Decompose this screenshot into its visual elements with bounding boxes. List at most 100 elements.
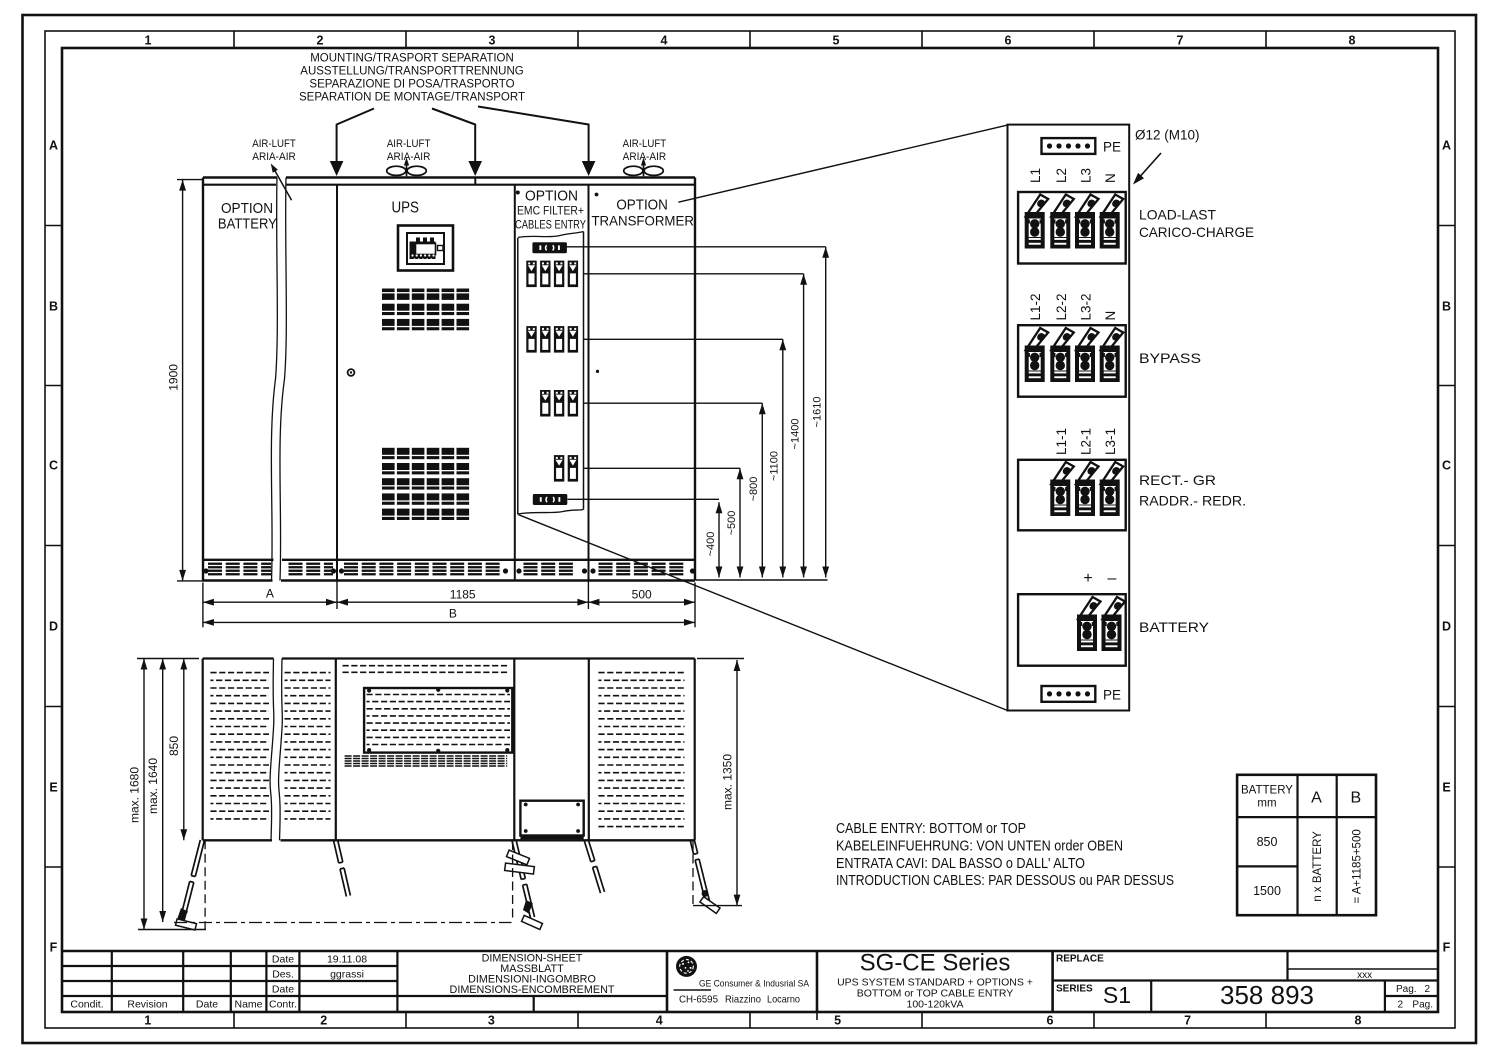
- svg-text:6: 6: [1047, 1014, 1054, 1028]
- svg-text:850: 850: [1257, 835, 1278, 849]
- svg-text:PE: PE: [1103, 688, 1121, 703]
- svg-text:500: 500: [632, 588, 652, 602]
- svg-text:1: 1: [145, 34, 152, 48]
- svg-text:= A+1185+500: = A+1185+500: [1352, 829, 1364, 903]
- svg-text:L3: L3: [1079, 168, 1094, 183]
- svg-text:BATTERY: BATTERY: [218, 216, 277, 233]
- svg-text:3: 3: [488, 1014, 495, 1028]
- svg-text:L1-2: L1-2: [1028, 293, 1043, 320]
- svg-text:6: 6: [1005, 34, 1012, 48]
- svg-text:CH-6595: CH-6595: [679, 994, 718, 1006]
- svg-text:N: N: [1103, 311, 1118, 321]
- svg-text:5: 5: [834, 1014, 841, 1028]
- svg-text:N: N: [1103, 173, 1118, 183]
- svg-text:S1: S1: [1103, 982, 1131, 1008]
- svg-text:SERIES: SERIES: [1056, 984, 1093, 995]
- svg-text:DIMENSIONS-ENCOMBREMENT: DIMENSIONS-ENCOMBREMENT: [450, 984, 615, 996]
- svg-text:B: B: [449, 607, 457, 621]
- svg-text:1185: 1185: [450, 588, 476, 602]
- svg-text:TRANSFORMER: TRANSFORMER: [591, 213, 694, 229]
- svg-text:AIR-LUFT: AIR-LUFT: [623, 138, 667, 150]
- svg-text:–: –: [1108, 570, 1117, 587]
- svg-text:OPTION: OPTION: [525, 188, 578, 205]
- svg-text:~500: ~500: [726, 511, 738, 536]
- svg-text:EMC FILTER+: EMC FILTER+: [517, 204, 584, 218]
- svg-text:CABLES ENTRY: CABLES ENTRY: [515, 218, 586, 232]
- svg-text:max. 1680: max. 1680: [127, 767, 141, 823]
- svg-text:L2: L2: [1054, 168, 1069, 183]
- svg-text:REPLACE: REPLACE: [1056, 954, 1104, 965]
- svg-text:2: 2: [1424, 984, 1430, 995]
- svg-text:Pag.: Pag.: [1412, 1000, 1433, 1011]
- svg-text:E: E: [1442, 781, 1450, 795]
- svg-text:D: D: [1442, 620, 1451, 634]
- svg-text:PE: PE: [1103, 140, 1121, 155]
- svg-text:E: E: [49, 781, 57, 795]
- svg-text:xxx: xxx: [1357, 970, 1372, 981]
- svg-text:100-120kVA: 100-120kVA: [906, 999, 963, 1011]
- svg-text:4: 4: [656, 1014, 663, 1028]
- svg-text:~400: ~400: [705, 532, 717, 557]
- svg-text:C: C: [49, 459, 58, 473]
- svg-text:2: 2: [1397, 1000, 1403, 1011]
- svg-text:ARIA-AIR: ARIA-AIR: [387, 151, 431, 163]
- svg-text:A: A: [266, 587, 274, 601]
- svg-text:C: C: [1442, 459, 1451, 473]
- svg-text:Date: Date: [196, 999, 218, 1011]
- svg-text:CABLE ENTRY: BOTTOM or TOP: CABLE ENTRY: BOTTOM or TOP: [836, 821, 1026, 837]
- svg-text:L3-1: L3-1: [1103, 428, 1118, 455]
- svg-text:+: +: [1083, 570, 1092, 587]
- svg-text:AIR-LUFT: AIR-LUFT: [387, 138, 431, 150]
- svg-text:2: 2: [320, 1014, 327, 1028]
- svg-text:A: A: [1442, 139, 1451, 153]
- svg-text:B: B: [1350, 790, 1361, 807]
- svg-text:n x BATTERY: n x BATTERY: [1312, 831, 1324, 902]
- svg-text:Des.: Des.: [272, 969, 294, 981]
- svg-text:~800: ~800: [748, 477, 760, 502]
- svg-text:AIR-LUFT: AIR-LUFT: [252, 138, 296, 150]
- svg-text:AUSSTELLUNG/TRANSPORTTRENNUNG: AUSSTELLUNG/TRANSPORTTRENNUNG: [300, 66, 523, 78]
- svg-text:UPS SYSTEM STANDARD + OPTIONS: UPS SYSTEM STANDARD + OPTIONS +: [837, 977, 1033, 989]
- svg-text:1: 1: [144, 1014, 151, 1028]
- svg-text:4: 4: [661, 34, 668, 48]
- svg-text:GE Consumer & Indusrial SA: GE Consumer & Indusrial SA: [699, 979, 809, 989]
- svg-text:~1400: ~1400: [789, 419, 801, 450]
- svg-text:BATTERY: BATTERY: [1241, 785, 1293, 797]
- svg-text:SEPARATION DE MONTAGE/TRANSPOR: SEPARATION DE MONTAGE/TRANSPORT: [299, 92, 525, 104]
- svg-text:5: 5: [833, 34, 840, 48]
- svg-text:8: 8: [1349, 34, 1356, 48]
- svg-text:Revision: Revision: [127, 999, 167, 1011]
- svg-text:Date: Date: [272, 954, 294, 966]
- svg-text:L2-1: L2-1: [1079, 428, 1094, 455]
- svg-text:B: B: [1442, 300, 1451, 314]
- svg-text:DIMENSIONI-INGOMBRO: DIMENSIONI-INGOMBRO: [468, 974, 596, 986]
- svg-text:MOUNTING/TRASPORT SEPARATION: MOUNTING/TRASPORT SEPARATION: [310, 53, 514, 65]
- svg-text:~1100: ~1100: [769, 451, 781, 481]
- svg-text:L3-2: L3-2: [1079, 293, 1094, 320]
- svg-text:Ø12 (M10): Ø12 (M10): [1135, 128, 1200, 143]
- svg-text:Condit.: Condit.: [70, 999, 103, 1011]
- svg-text:max. 1350: max. 1350: [720, 754, 734, 810]
- svg-text:358 893: 358 893: [1220, 980, 1314, 1010]
- svg-text:Riazzino: Riazzino: [725, 994, 761, 1006]
- svg-text:KABELEINFUEHRUNG: VON UNTEN or: KABELEINFUEHRUNG: VON UNTEN order OBEN: [836, 839, 1123, 855]
- svg-text:ARIA-AIR: ARIA-AIR: [623, 151, 667, 163]
- svg-text:D: D: [49, 620, 58, 634]
- svg-text:Pag.: Pag.: [1396, 984, 1417, 995]
- svg-text:OPTION: OPTION: [221, 200, 273, 217]
- svg-text:7: 7: [1184, 1014, 1191, 1028]
- svg-text:OPTION: OPTION: [616, 197, 668, 214]
- svg-text:1500: 1500: [1253, 884, 1281, 898]
- svg-text:Date: Date: [272, 984, 294, 996]
- svg-text:BATTERY: BATTERY: [1139, 619, 1210, 635]
- svg-text:ENTRATA CAVI: DAL BASSO o DALL: ENTRATA CAVI: DAL BASSO o DALL' ALTO: [836, 856, 1085, 872]
- svg-text:RADDR.- REDR.: RADDR.- REDR.: [1139, 493, 1246, 509]
- svg-text:L2-2: L2-2: [1054, 293, 1069, 320]
- svg-text:INTRODUCTION CABLES: PAR DESSO: INTRODUCTION CABLES: PAR DESSOUS ou PAR …: [836, 873, 1174, 889]
- svg-text:ggrassi: ggrassi: [330, 969, 364, 981]
- svg-text:B: B: [49, 300, 58, 314]
- svg-text:L1: L1: [1028, 168, 1043, 183]
- svg-text:SEPARAZIONE DI POSA/TRASPORTO: SEPARAZIONE DI POSA/TRASPORTO: [309, 79, 514, 91]
- svg-text:MASSBLATT: MASSBLATT: [500, 963, 564, 975]
- svg-text:CARICO-CHARGE: CARICO-CHARGE: [1139, 224, 1254, 240]
